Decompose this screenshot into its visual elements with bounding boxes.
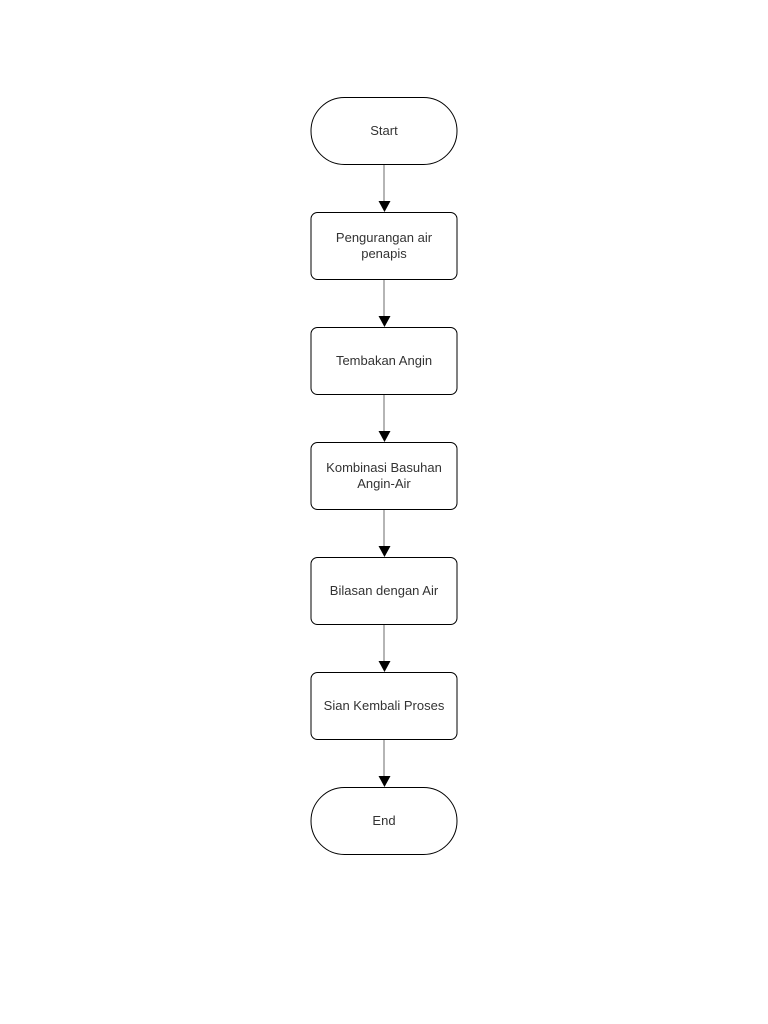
flow-connector: [378, 740, 391, 787]
arrow-line: [383, 395, 385, 431]
node-tembakan-angin-label: Tembakan Angin: [335, 353, 433, 368]
node-start-label: Start: [370, 123, 398, 138]
flowchart-node-start: Start: [310, 97, 458, 165]
flowchart-node-pengurangan-air-penapis: Pengurangan air penapis: [310, 212, 458, 280]
node-pengurangan-air-penapis-label: Pengurangan air penapis: [335, 230, 433, 261]
arrow-down-icon: [378, 661, 390, 672]
flow-connector: [378, 395, 391, 442]
arrow-down-icon: [378, 201, 390, 212]
node-kombinasi-basuhan-angin-air-label: Kombinasi Basuhan Angin-Air: [326, 460, 442, 491]
arrow-line: [383, 510, 385, 546]
arrow-down-icon: [378, 776, 390, 787]
arrow-line: [383, 280, 385, 316]
flow-connector: [378, 510, 391, 557]
arrow-line: [383, 625, 385, 661]
flow-connector: [378, 625, 391, 672]
arrow-down-icon: [378, 546, 390, 557]
arrow-down-icon: [378, 316, 390, 327]
arrow-line: [383, 740, 385, 776]
node-end-label: End: [372, 813, 396, 828]
flowchart-node-bilasan-dengan-air: Bilasan dengan Air: [310, 557, 458, 625]
arrow-line: [383, 165, 385, 201]
flowchart-node-tembakan-angin: Tembakan Angin: [310, 327, 458, 395]
node-sian-kembali-proses-label: Sian Kembali Proses: [323, 698, 445, 713]
flow-connector: [378, 165, 391, 212]
arrow-down-icon: [378, 431, 390, 442]
flowchart-node-end: End: [310, 787, 458, 855]
flowchart-node-sian-kembali-proses: Sian Kembali Proses: [310, 672, 458, 740]
flowchart-node-kombinasi-basuhan-angin-air: Kombinasi Basuhan Angin-Air: [310, 442, 458, 510]
node-bilasan-dengan-air-label: Bilasan dengan Air: [329, 583, 439, 598]
flowchart: Start Pengurangan air penapis Tembakan A…: [310, 97, 458, 855]
flow-connector: [378, 280, 391, 327]
